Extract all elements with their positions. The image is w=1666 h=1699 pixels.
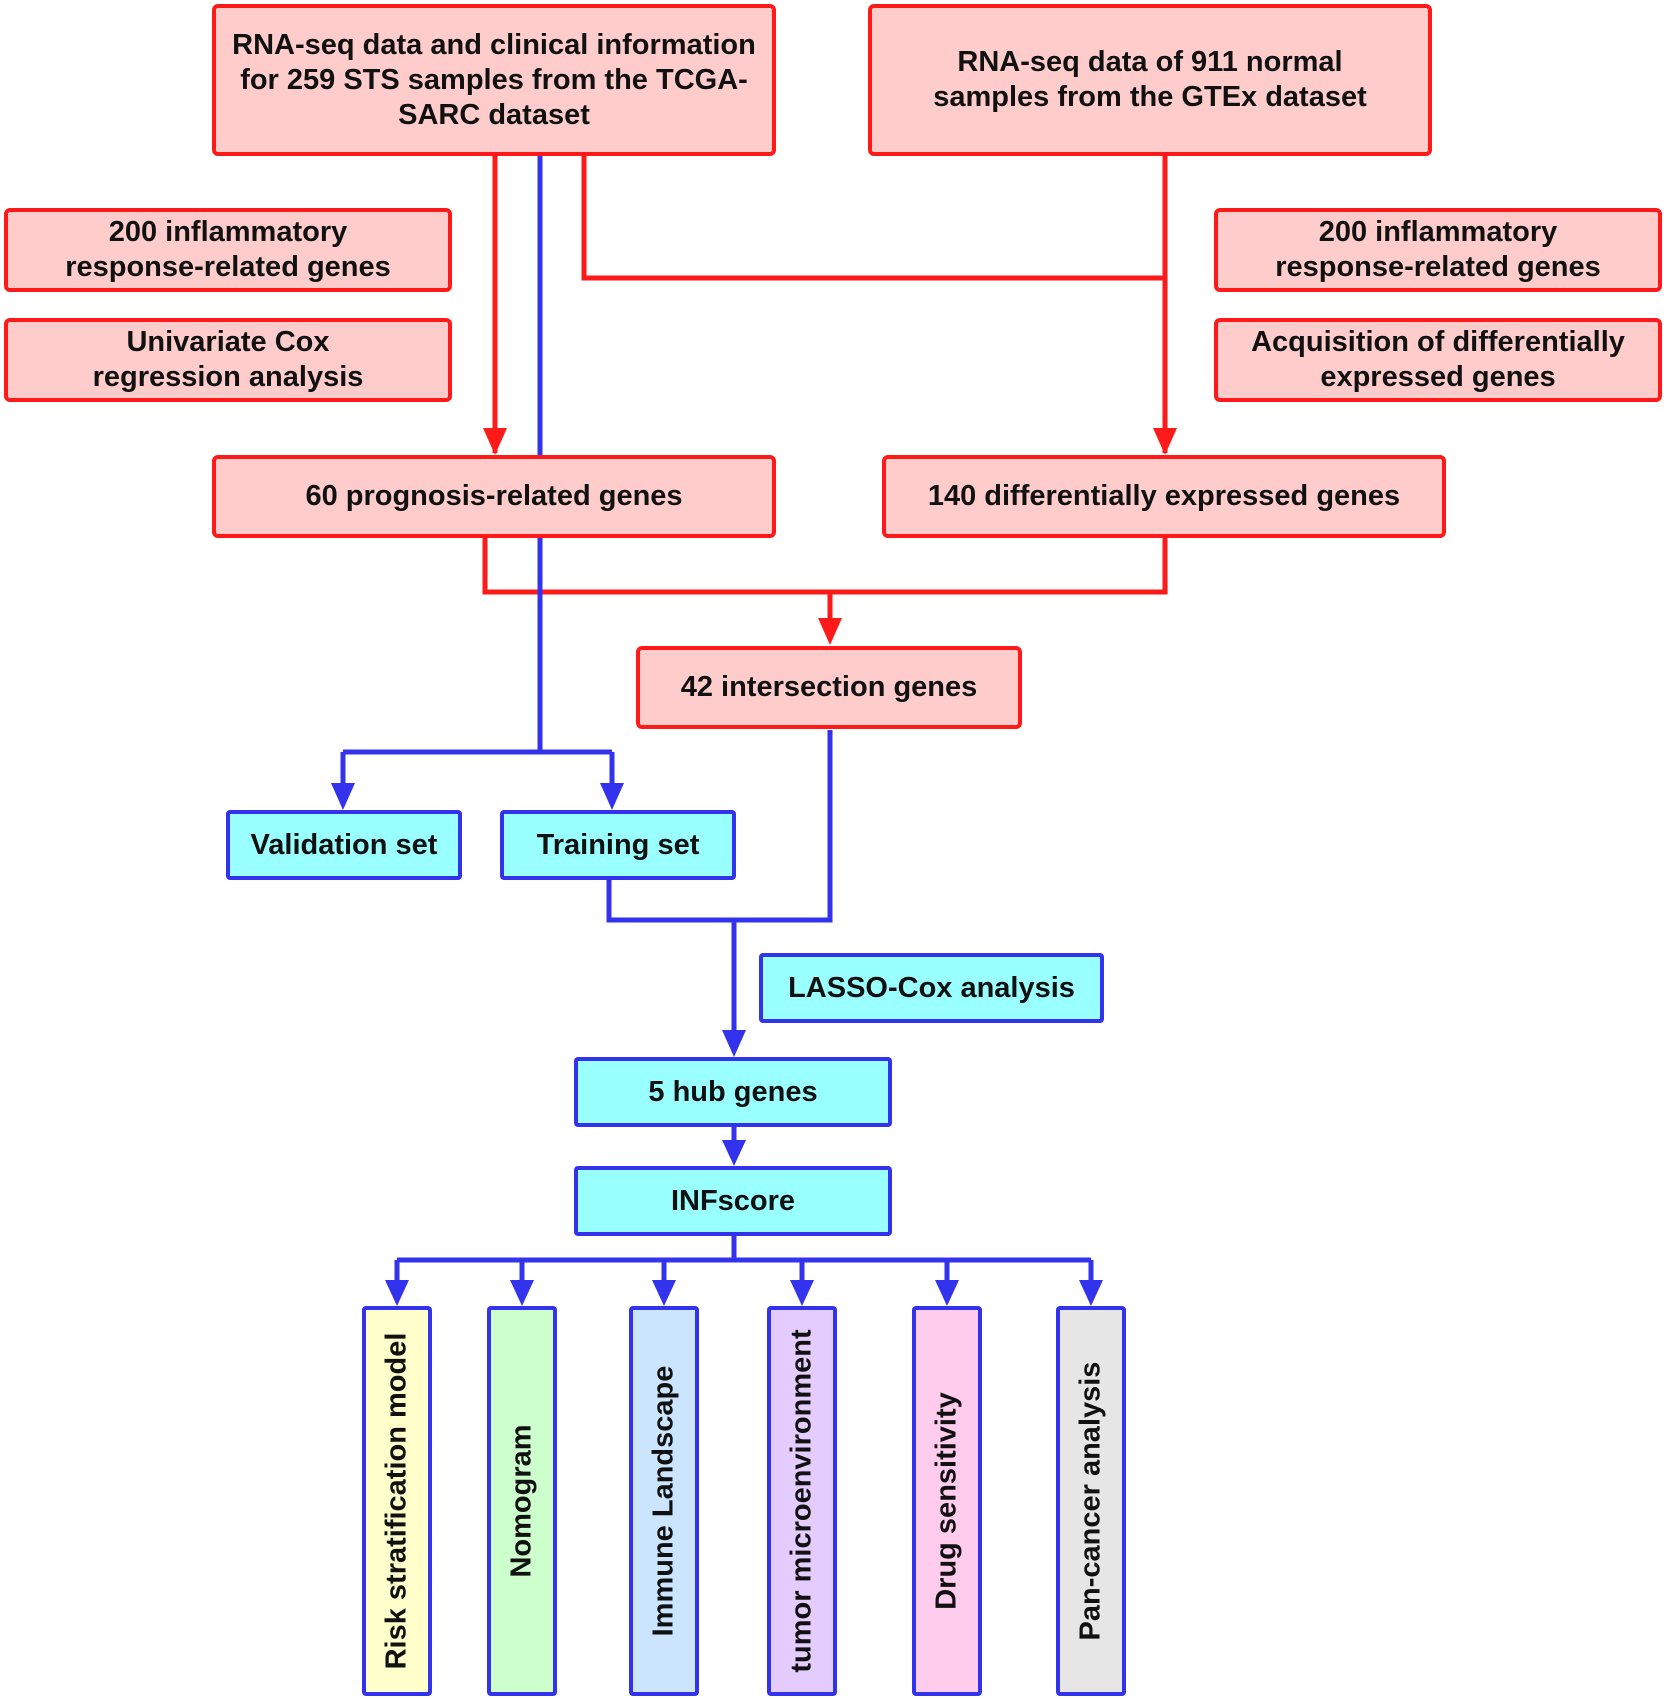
- deg-acquisition-box: Acquisition of differentially expressed …: [1214, 318, 1662, 402]
- inflammatory-genes-right-box: 200 inflammatory response-related genes: [1214, 208, 1662, 292]
- infscore-label: INFscore: [670, 1184, 796, 1217]
- training-set-label: Training set: [536, 828, 700, 861]
- training-set-box: Training set: [500, 810, 736, 880]
- output-label-nomogram: Nomogram: [505, 1424, 538, 1578]
- connector-tcga-to-gtex-merge: [581, 155, 1165, 281]
- validation-set-label: Validation set: [250, 828, 438, 861]
- output-box-immune-landscape: Immune Landscape: [629, 1306, 699, 1696]
- arrowhead-drug-sensitivity: [935, 1280, 959, 1306]
- connector-prognosis-deg-merge: [482, 538, 1168, 595]
- deg-genes-label: 140 differentially expressed genes: [927, 480, 1401, 512]
- arrowhead-infscore: [722, 1140, 746, 1166]
- arrowhead-risk-stratification-model: [385, 1280, 409, 1306]
- inflammatory-genes-left-box: 200 inflammatory response-related genes: [4, 208, 452, 292]
- arrowhead-prognosis: [483, 428, 507, 455]
- arrowhead-tumor-microenvironment: [790, 1280, 814, 1306]
- intersection-genes-label: 42 intersection genes: [680, 671, 978, 703]
- output-box-nomogram: Nomogram: [487, 1306, 557, 1696]
- arrowhead-pan-cancer-analysis: [1079, 1280, 1103, 1306]
- prognosis-genes-box: 60 prognosis-related genes: [212, 455, 776, 538]
- output-box-risk-stratification-model: Risk stratification model: [362, 1306, 432, 1696]
- arrowhead-deg: [1153, 428, 1177, 455]
- output-label-immune-landscape: Immune Landscape: [647, 1365, 680, 1637]
- tcga-source-label: RNA-seq data and clinical information fo…: [232, 28, 756, 131]
- hub-genes-box: 5 hub genes: [574, 1057, 892, 1127]
- prognosis-genes-label: 60 prognosis-related genes: [305, 480, 683, 512]
- gtex-source-box: RNA-seq data of 911 normal samples from …: [868, 4, 1432, 156]
- output-box-tumor-microenvironment: tumor microenvironment: [767, 1306, 837, 1696]
- hub-genes-label: 5 hub genes: [648, 1075, 818, 1108]
- inflammatory-genes-right-label: 200 inflammatory response-related genes: [1275, 216, 1601, 283]
- output-label-pan-cancer-analysis: Pan-cancer analysis: [1074, 1361, 1107, 1641]
- lasso-cox-label: LASSO-Cox analysis: [788, 971, 1075, 1004]
- output-label-drug-sensitivity: Drug sensitivity: [930, 1392, 963, 1610]
- inflammatory-genes-left-label: 200 inflammatory response-related genes: [65, 216, 391, 283]
- arrowhead-training: [600, 783, 624, 810]
- lasso-cox-box: LASSO-Cox analysis: [759, 953, 1104, 1023]
- infscore-box: INFscore: [574, 1166, 892, 1236]
- univariate-cox-box: Univariate Cox regression analysis: [4, 318, 452, 402]
- arrowhead-intersection: [818, 618, 842, 645]
- output-box-drug-sensitivity: Drug sensitivity: [912, 1306, 982, 1696]
- tcga-source-box: RNA-seq data and clinical information fo…: [212, 4, 776, 156]
- arrowhead-hub-genes: [722, 1030, 746, 1057]
- arrowhead-nomogram: [510, 1280, 534, 1306]
- arrowhead-immune-landscape: [652, 1280, 676, 1306]
- connector-training-intersection-merge: [606, 730, 833, 923]
- intersection-genes-box: 42 intersection genes: [636, 646, 1022, 729]
- deg-genes-box: 140 differentially expressed genes: [882, 455, 1446, 538]
- deg-acquisition-label: Acquisition of differentially expressed …: [1251, 326, 1625, 393]
- output-label-tumor-microenvironment: tumor microenvironment: [785, 1329, 818, 1673]
- output-box-pan-cancer-analysis: Pan-cancer analysis: [1056, 1306, 1126, 1696]
- validation-set-box: Validation set: [226, 810, 462, 880]
- output-label-risk-stratification-model: Risk stratification model: [380, 1332, 413, 1670]
- univariate-cox-label: Univariate Cox regression analysis: [92, 326, 364, 393]
- arrowhead-validation: [331, 783, 355, 810]
- gtex-source-label: RNA-seq data of 911 normal samples from …: [933, 46, 1367, 113]
